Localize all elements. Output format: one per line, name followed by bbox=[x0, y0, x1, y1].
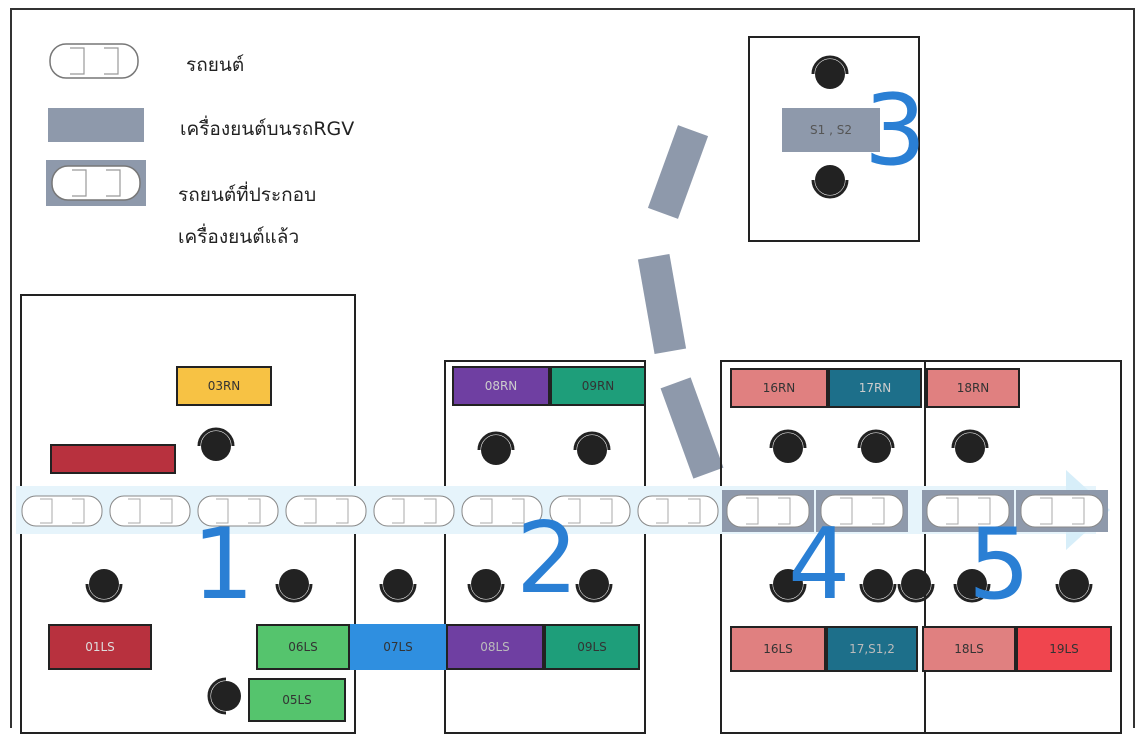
car-icon bbox=[21, 495, 103, 527]
operator-icon bbox=[275, 569, 313, 603]
zone-number-1: 1 bbox=[192, 508, 255, 622]
station-09RN: 09RN bbox=[550, 366, 646, 406]
car-icon bbox=[373, 495, 455, 527]
car-icon bbox=[637, 495, 719, 527]
station-07LS: 07LS bbox=[350, 624, 446, 670]
operator-icon bbox=[467, 569, 505, 603]
zone-number-2: 2 bbox=[516, 502, 579, 616]
legend-assembled-label-2: เครื่องยนต์แล้ว bbox=[178, 226, 300, 248]
operator-icon bbox=[575, 569, 613, 603]
car-icon bbox=[285, 495, 367, 527]
operator-icon bbox=[207, 677, 241, 715]
legend-assembled-car-icon bbox=[46, 160, 146, 206]
station-17-S1-2: 17,S1,2 bbox=[826, 626, 918, 672]
operator-icon bbox=[811, 165, 849, 199]
engine-buffer-red bbox=[50, 444, 176, 474]
operator-icon bbox=[811, 55, 849, 89]
station-16RN: 16RN bbox=[730, 368, 828, 408]
station-18LS: 18LS bbox=[922, 626, 1016, 672]
car-icon bbox=[109, 495, 191, 527]
assembled-car-icon bbox=[922, 490, 1014, 532]
car-icon bbox=[549, 495, 631, 527]
station-08LS: 08LS bbox=[446, 624, 544, 670]
station-01LS: 01LS bbox=[48, 624, 152, 670]
station-09LS: 09LS bbox=[544, 624, 640, 670]
legend-car-icon bbox=[49, 43, 139, 79]
station-17RN: 17RN bbox=[828, 368, 922, 408]
station-03RN: 03RN bbox=[176, 366, 272, 406]
operator-icon bbox=[85, 569, 123, 603]
zone-number-4: 4 bbox=[788, 508, 851, 622]
station-18RN: 18RN bbox=[926, 368, 1020, 408]
zone-number-5: 5 bbox=[968, 508, 1031, 622]
station-05LS: 05LS bbox=[248, 678, 346, 722]
operator-icon bbox=[859, 569, 897, 603]
operator-icon bbox=[379, 569, 417, 603]
operator-icon bbox=[477, 431, 515, 465]
zone-number-3: 3 bbox=[864, 74, 927, 188]
legend-assembled-label-1: รถยนต์ที่ประกอบ bbox=[178, 184, 317, 206]
assembled-car-icon bbox=[1016, 490, 1108, 532]
station-06LS: 06LS bbox=[256, 624, 350, 670]
legend-engine-rgv-label: เครื่องยนต์บนรถRGV bbox=[180, 118, 355, 140]
operator-icon bbox=[197, 427, 235, 461]
station-19LS: 19LS bbox=[1016, 626, 1112, 672]
operator-icon bbox=[769, 569, 807, 603]
operator-icon bbox=[951, 429, 989, 463]
car-icon bbox=[197, 495, 279, 527]
operator-icon bbox=[857, 429, 895, 463]
operator-icon bbox=[1055, 569, 1093, 603]
diagram-frame bbox=[10, 8, 1135, 728]
operator-icon bbox=[953, 569, 991, 603]
legend-engine-rgv-swatch bbox=[48, 108, 144, 142]
car-icon bbox=[461, 495, 543, 527]
station-16LS: 16LS bbox=[730, 626, 826, 672]
assembled-car-icon bbox=[722, 490, 814, 532]
station-s1-s2: S1 , S2 bbox=[782, 108, 880, 152]
zone-3-box bbox=[748, 36, 920, 242]
station-08RN: 08RN bbox=[452, 366, 550, 406]
legend-car-label: รถยนต์ bbox=[186, 54, 245, 76]
operator-icon bbox=[897, 569, 935, 603]
operator-icon bbox=[769, 429, 807, 463]
assembled-car-icon bbox=[816, 490, 908, 532]
operator-icon bbox=[573, 431, 611, 465]
